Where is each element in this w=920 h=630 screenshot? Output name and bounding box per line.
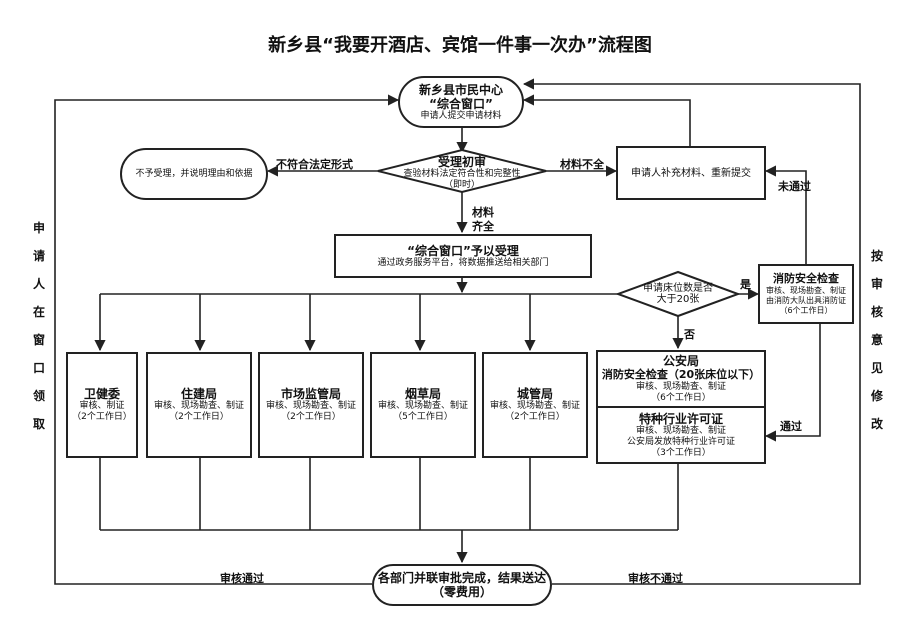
police-time: （6个工作日）: [651, 393, 711, 403]
edge-final-right: [522, 78, 861, 585]
police-node: 公安局 消防安全检查（20张床位以下） 审核、现场勘查、制证 （6个工作日） 特…: [596, 350, 766, 464]
dept-market-days: （2个工作日）: [281, 412, 341, 422]
police-section: 公安局 消防安全检查（20张床位以下） 审核、现场勘查、制证 （6个工作日）: [598, 352, 764, 408]
side-label-left: 申 请 人 在 窗 口 领 取: [32, 214, 46, 438]
final-node: 各部门并联审批完成，结果送达 （零费用）: [372, 564, 552, 606]
special-time: （3个工作日）: [651, 447, 711, 458]
reject-node: 不予受理，并说明理由和依据: [120, 148, 268, 200]
side-left-char: 在: [32, 305, 45, 319]
edge-fire-special: [764, 324, 821, 442]
dept-housing: 住建局 审核、现场勘查、制证 （2个工作日）: [146, 352, 252, 458]
fire-time: （6个工作日）: [779, 306, 833, 315]
dept-urban: 城管局 审核、现场勘查、制证 （2个工作日）: [482, 352, 588, 458]
dept-urban-desc: 审核、现场勘查、制证: [489, 401, 580, 411]
label-complete-1: 材料: [472, 206, 494, 219]
side-left-char: 领: [32, 389, 45, 403]
final-fee: （零费用）: [431, 585, 492, 599]
center-desc: 申请人提交申请材料: [420, 110, 502, 121]
dept-housing-name: 住建局: [180, 387, 217, 401]
side-left-char: 申: [32, 221, 45, 235]
dept-tobacco-desc: 审核、现场勘查、制证: [377, 401, 468, 411]
label-no: 否: [684, 328, 695, 341]
side-left-char: 取: [32, 417, 45, 431]
dept-tobacco-days: （5个工作日）: [393, 412, 453, 422]
center-window: “综合窗口”: [429, 96, 493, 111]
dept-tobacco: 烟草局 审核、现场勘查、制证 （5个工作日）: [370, 352, 476, 458]
label-incomplete: 材料不全: [560, 158, 604, 171]
side-right-char: 核: [870, 305, 883, 319]
label-not-approved: 审核不通过: [628, 572, 683, 585]
dept-health: 卫健委 审核、制证 （2个工作日）: [66, 352, 138, 458]
side-label-right: 按 审 核 意 见 修 改: [870, 242, 884, 438]
side-left-char: 人: [32, 277, 45, 291]
edge-final-left: [54, 94, 400, 585]
side-right-char: 见: [870, 361, 883, 375]
edge-resubmit-center: [522, 94, 691, 146]
label-passed: 通过: [780, 420, 802, 433]
accept-title: “综合窗口”予以受理: [407, 243, 519, 258]
side-right-char: 修: [870, 389, 883, 403]
label-approved: 审核通过: [220, 572, 264, 585]
bedcheck-diamond: [615, 270, 741, 318]
police-fire-check: 消防安全检查（20张床位以下）: [601, 368, 761, 381]
accept-node: “综合窗口”予以受理 通过政务服务平台，将数据推送给相关部门: [334, 234, 592, 278]
dept-health-desc: 审核、制证: [79, 401, 125, 411]
dept-health-name: 卫健委: [83, 387, 120, 401]
dept-tobacco-name: 烟草局: [404, 387, 441, 401]
special-issuer: 公安局发放特种行业许可证: [626, 436, 735, 447]
side-left-char: 请: [32, 249, 45, 263]
police-desc: 审核、现场勘查、制证: [635, 382, 726, 392]
final-title: 各部门并联审批完成，结果送达: [377, 571, 546, 585]
label-yes: 是: [740, 278, 751, 291]
fire-check-node: 消防安全检查 审核、现场勘查、制证 由消防大队出具消防证 （6个工作日）: [758, 264, 854, 324]
side-right-char: 审: [870, 277, 883, 291]
dept-urban-days: （2个工作日）: [505, 412, 565, 422]
special-title: 特种行业许可证: [638, 411, 723, 426]
dept-market-name: 市场监管局: [280, 387, 341, 401]
special-license-section: 特种行业许可证 审核、现场勘查、制证 公安局发放特种行业许可证 （3个工作日）: [598, 408, 764, 462]
center-name: 新乡县市民中心: [418, 82, 503, 97]
dept-urban-name: 城管局: [516, 387, 553, 401]
review-diamond: [377, 148, 547, 194]
side-left-char: 口: [32, 361, 45, 375]
dept-housing-days: （2个工作日）: [169, 412, 229, 422]
side-right-char: 改: [870, 417, 883, 431]
reject-text: 不予受理，并说明理由和依据: [135, 168, 253, 179]
label-illegal: 不符合法定形式: [276, 158, 353, 171]
resubmit-node: 申请人补充材料、重新提交: [616, 146, 766, 200]
edge-fire-resubmit: [764, 165, 807, 264]
resubmit-text: 申请人补充材料、重新提交: [631, 167, 751, 179]
fire-desc: 审核、现场勘查、制证: [766, 286, 846, 295]
dept-housing-desc: 审核、现场勘查、制证: [153, 401, 244, 411]
dept-market-desc: 审核、现场勘查、制证: [265, 401, 356, 411]
special-desc: 审核、现场勘查、制证: [635, 425, 726, 436]
dept-health-days: （2个工作日）: [72, 412, 132, 422]
side-left-char: 窗: [32, 333, 45, 347]
label-complete-2: 齐全: [472, 220, 494, 233]
center-window-node: 新乡县市民中心 “综合窗口” 申请人提交申请材料: [398, 76, 524, 128]
page-title: 新乡县“我要开酒店、宾馆一件事一次办”流程图: [268, 35, 652, 56]
fire-title: 消防安全检查: [773, 272, 839, 285]
side-right-char: 按: [870, 249, 883, 263]
police-title: 公安局: [662, 354, 699, 368]
dept-market: 市场监管局 审核、现场勘查、制证 （2个工作日）: [258, 352, 364, 458]
accept-desc: 通过政务服务平台，将数据推送给相关部门: [377, 257, 549, 268]
side-right-char: 意: [870, 333, 883, 347]
fire-issuer: 由消防大队出具消防证: [766, 296, 846, 305]
label-failed: 未通过: [778, 180, 811, 193]
